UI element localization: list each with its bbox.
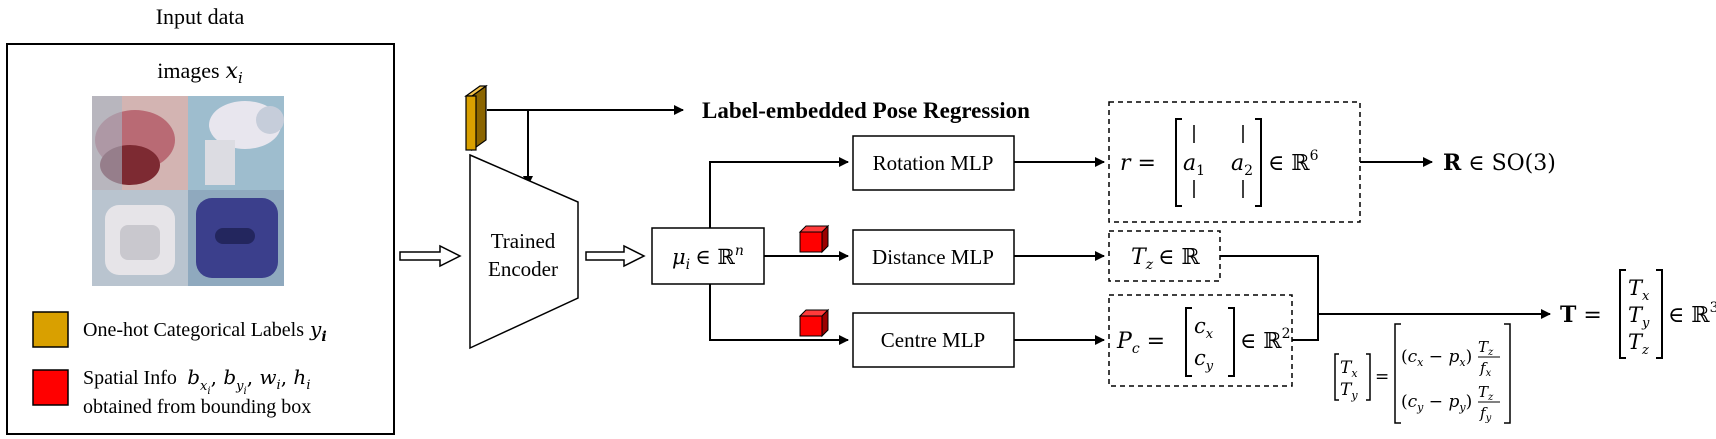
encoder-label-line1: Trained bbox=[491, 229, 556, 253]
svg-text:Tx: Tx bbox=[1628, 276, 1650, 304]
hollow-arrow-input bbox=[399, 244, 462, 268]
svg-text:Tz: Tz bbox=[1478, 338, 1494, 358]
translation-vector: Tx Ty Tz bbox=[1619, 269, 1663, 359]
rotation-matrix: a1 a2 bbox=[1175, 118, 1262, 207]
spatial-legend-swatch bbox=[32, 369, 69, 406]
input-data-title: Input data bbox=[156, 4, 245, 29]
image-tile-grey-object bbox=[92, 190, 188, 286]
svg-text:fy: fy bbox=[1479, 404, 1492, 424]
centre-mlp-box bbox=[852, 312, 1015, 368]
svg-text:Tz: Tz bbox=[1628, 330, 1649, 358]
latent-vector-box bbox=[651, 227, 765, 285]
trained-encoder-block bbox=[469, 153, 579, 350]
svg-text:cy: cy bbox=[1194, 346, 1214, 374]
pose-regression-title: Label-embedded Pose Regression bbox=[702, 98, 1030, 123]
merge-line-centre bbox=[1292, 314, 1319, 341]
distance-output-label: Tz∈ ℝ bbox=[1131, 245, 1200, 273]
hollow-arrow-encoder bbox=[585, 244, 646, 268]
distance-mlp-box bbox=[852, 229, 1015, 285]
rotation-mlp-box bbox=[852, 135, 1015, 191]
image-tile-white-object bbox=[188, 96, 284, 190]
spatial-legend-text-line2: obtained from bounding box bbox=[83, 396, 311, 418]
rotation-result: R ∈ SO(3) bbox=[1443, 150, 1556, 176]
svg-text:(cx − px): (cx − px) bbox=[1401, 347, 1472, 369]
centre-lhs: Pc = bbox=[1116, 329, 1165, 357]
svg-text:Ty: Ty bbox=[1628, 303, 1650, 331]
svg-text:cx: cx bbox=[1194, 314, 1214, 342]
distance-mlp-label: Distance MLP bbox=[872, 245, 994, 269]
spatial-cube-icon-centre bbox=[798, 308, 830, 338]
spatial-cube-icon-distance bbox=[798, 224, 830, 254]
svg-text:Tx: Tx bbox=[1340, 358, 1358, 380]
image-tile-navy-object bbox=[188, 190, 284, 286]
label-cube-icon bbox=[464, 84, 488, 152]
spatial-legend-text: Spatial Info bxi, byi, wi, hi bbox=[83, 365, 310, 397]
centre-mlp-label: Centre MLP bbox=[881, 328, 985, 352]
latent-vector-label: μi∈ ℝn bbox=[672, 243, 744, 273]
rotation-rhs: ∈ ℝ6 bbox=[1268, 148, 1319, 176]
svg-text:Ty: Ty bbox=[1340, 380, 1358, 402]
input-data-panel bbox=[6, 43, 395, 435]
translation-formula: Tx Ty = (cx − px) Tz fx (cy − py) Tz fy bbox=[1334, 323, 1511, 424]
rotation-mlp-label: Rotation MLP bbox=[873, 151, 994, 175]
translation-rhs: ∈ ℝ3 bbox=[1668, 300, 1716, 328]
centre-rhs: ∈ ℝ2 bbox=[1240, 326, 1290, 354]
merge-line-distance bbox=[1220, 255, 1319, 314]
rotation-lhs: r = bbox=[1120, 151, 1156, 176]
input-image-grid bbox=[92, 96, 284, 286]
svg-text:(cy − py): (cy − py) bbox=[1401, 392, 1472, 414]
svg-text:Tz: Tz bbox=[1478, 383, 1494, 403]
centre-vector: cx cy bbox=[1185, 307, 1235, 377]
svg-text:a1: a1 bbox=[1183, 151, 1205, 179]
translation-lhs: T = bbox=[1560, 302, 1602, 328]
image-tile-pink-object bbox=[92, 96, 188, 190]
svg-text:fx: fx bbox=[1479, 359, 1492, 379]
label-legend-swatch bbox=[32, 311, 69, 348]
encoder-label-line2: Encoder bbox=[488, 257, 558, 281]
svg-text:a2: a2 bbox=[1231, 151, 1253, 179]
svg-text:=: = bbox=[1375, 367, 1389, 387]
